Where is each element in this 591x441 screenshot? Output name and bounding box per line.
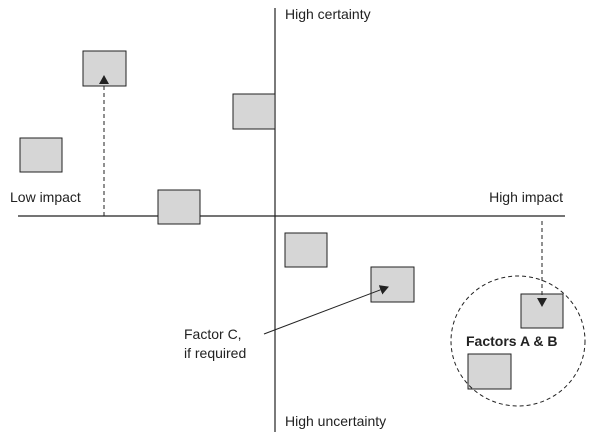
factor-box: [19, 137, 63, 173]
factor-b-box: [467, 353, 512, 390]
axis-label-low-impact: Low impact: [10, 189, 81, 205]
factor-box: [232, 93, 276, 130]
factor-box: [284, 232, 328, 268]
axis-label-high-impact: High impact: [489, 189, 563, 205]
factor-box: [157, 189, 201, 225]
factors-ab-label: Factors A & B: [466, 333, 558, 349]
factor-c-label-line2: if required: [184, 345, 246, 361]
factor-c-arrow: [263, 285, 389, 335]
factor-c-box: [370, 266, 415, 303]
factors-ab-circle: [450, 275, 586, 407]
factor-c-label-line1: Factor C,: [184, 326, 242, 342]
axis-label-high-uncertainty: High uncertainty: [285, 413, 386, 429]
axis-label-high-certainty: High certainty: [285, 6, 371, 22]
